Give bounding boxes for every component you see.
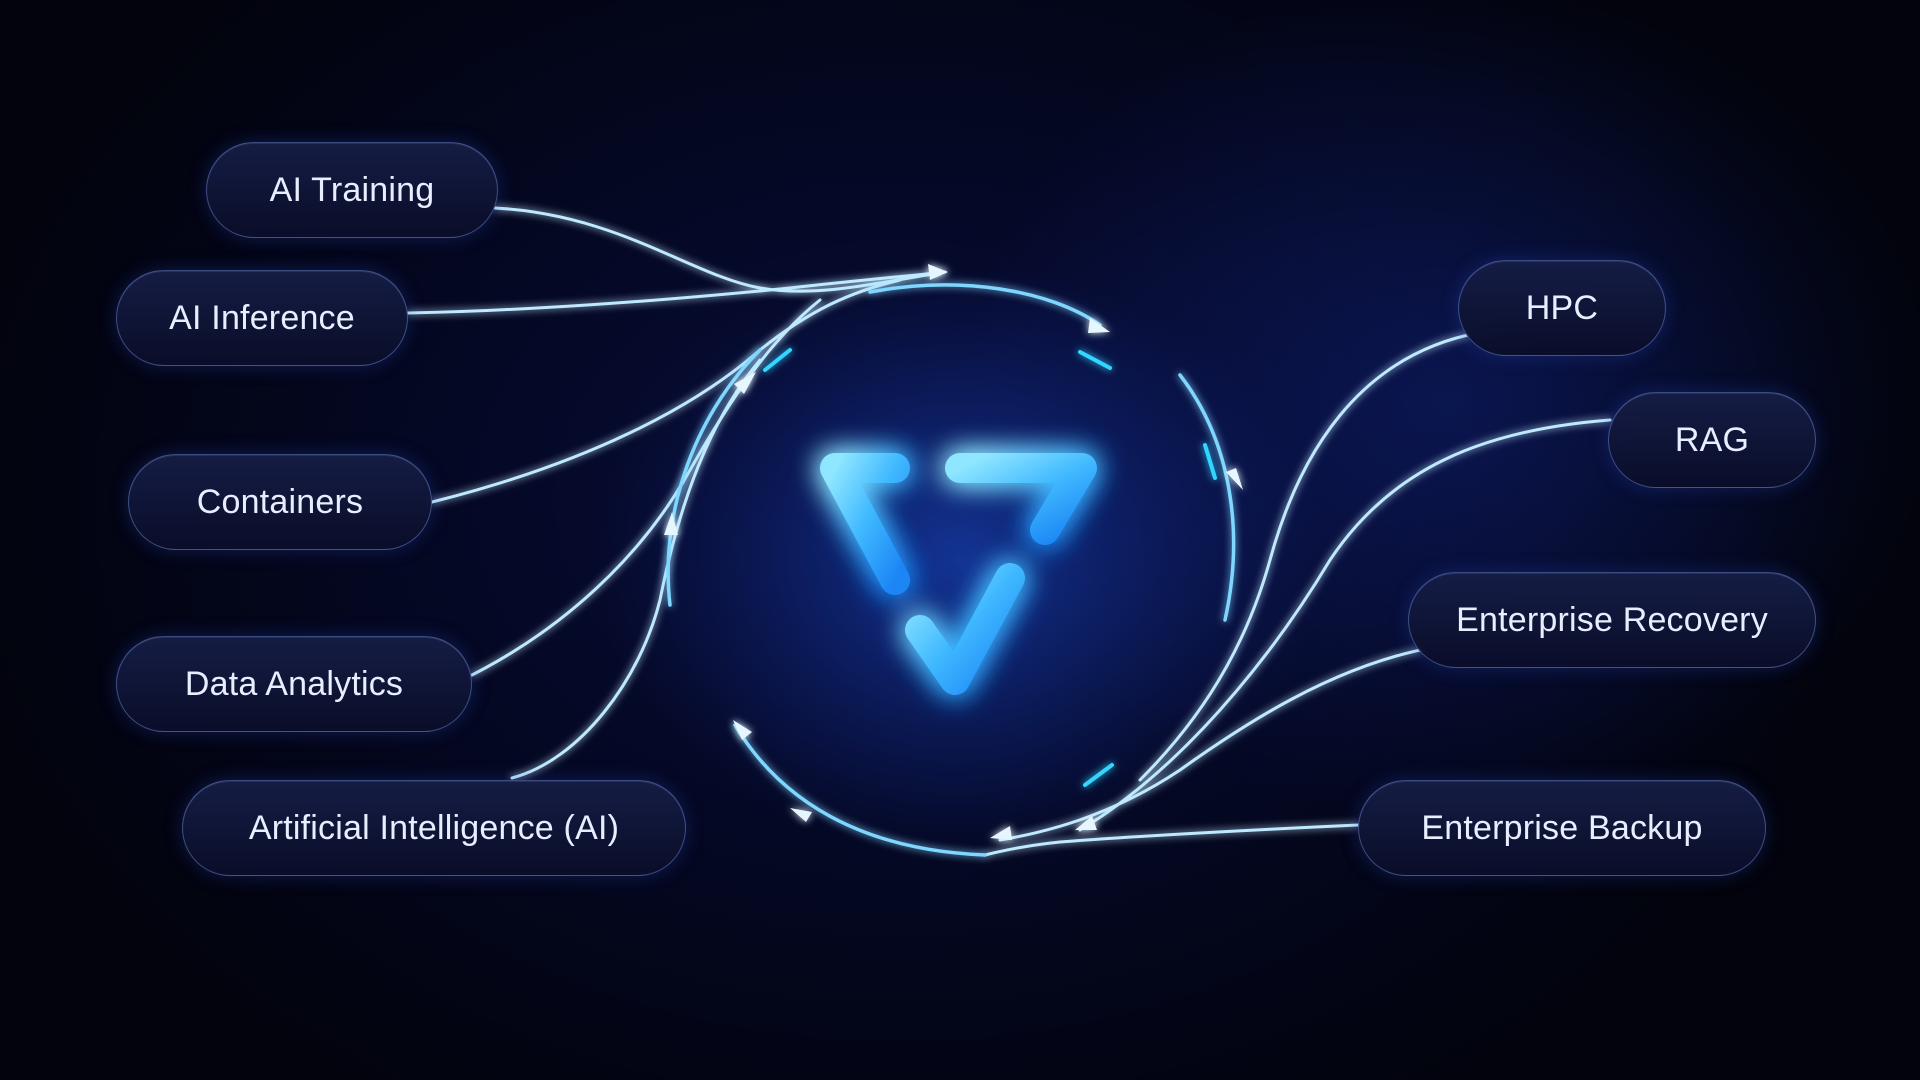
arrowhead-icon — [734, 372, 756, 394]
stream-ai-inference — [406, 270, 947, 315]
stream-data-analytics — [470, 298, 822, 677]
node-ai-training: AI Training — [206, 142, 498, 238]
arrowheads — [664, 264, 1243, 840]
orbit-arc-bottom-left — [733, 723, 987, 857]
arrowhead-icon — [1088, 318, 1110, 333]
arrowhead-icon — [1075, 816, 1097, 830]
node-ai-inference: AI Inference — [116, 270, 408, 366]
right-streams — [983, 333, 1612, 857]
node-containers: Containers — [128, 454, 432, 550]
arrowhead-icon — [928, 264, 948, 280]
arrowhead-icon — [664, 512, 678, 535]
node-label: Artificial Intelligence (AI) — [248, 808, 620, 847]
accent-dash-1 — [1078, 350, 1112, 370]
node-enterprise-backup: Enterprise Backup — [1358, 780, 1766, 876]
orbit-arc-top — [868, 283, 1102, 327]
stream-enterprise-backup — [983, 823, 1360, 857]
node-rag: RAG — [1608, 392, 1816, 488]
arrowhead-icon — [790, 808, 812, 822]
node-data-analytics: Data Analytics — [116, 636, 472, 732]
arrowhead-icon — [990, 826, 1012, 840]
left-streams — [406, 206, 947, 780]
node-artificial-intelligence: Artificial Intelligence (AI) — [182, 780, 686, 876]
stream-rag — [1078, 418, 1612, 832]
node-label: AI Inference — [169, 298, 355, 337]
core-glow — [660, 260, 1260, 860]
triangle-chevron-logo-icon — [820, 453, 1097, 695]
node-hpc: HPC — [1458, 260, 1666, 356]
orbit-arc-left — [666, 348, 762, 607]
node-label: RAG — [1674, 420, 1750, 459]
arrowhead-icon — [1226, 468, 1243, 490]
accent-dash-2 — [1203, 443, 1217, 480]
orbit-ring — [666, 283, 1236, 857]
node-label: Containers — [196, 482, 364, 521]
logo-stroke-top — [945, 453, 1097, 545]
node-label: HPC — [1525, 288, 1599, 327]
logo-stroke-left — [820, 453, 910, 595]
stream-hpc — [1138, 333, 1470, 782]
node-label: Enterprise Recovery — [1456, 600, 1768, 639]
accent-dash-4 — [763, 348, 792, 372]
node-label: AI Training — [269, 170, 435, 209]
accent-dashes — [763, 348, 1217, 787]
stream-ai-training — [493, 206, 947, 293]
node-enterprise-recovery: Enterprise Recovery — [1408, 572, 1816, 668]
stream-enterprise-recovery — [998, 648, 1422, 842]
node-label: Data Analytics — [184, 664, 404, 703]
logo-stroke-chevron — [905, 563, 1025, 695]
arrowhead-icon — [733, 720, 752, 740]
accent-dash-3 — [1083, 763, 1114, 787]
stream-containers — [430, 278, 902, 504]
node-label: Enterprise Backup — [1421, 808, 1703, 847]
stream-artificial-intelligence — [510, 358, 762, 780]
orbit-arc-right — [1178, 373, 1236, 622]
